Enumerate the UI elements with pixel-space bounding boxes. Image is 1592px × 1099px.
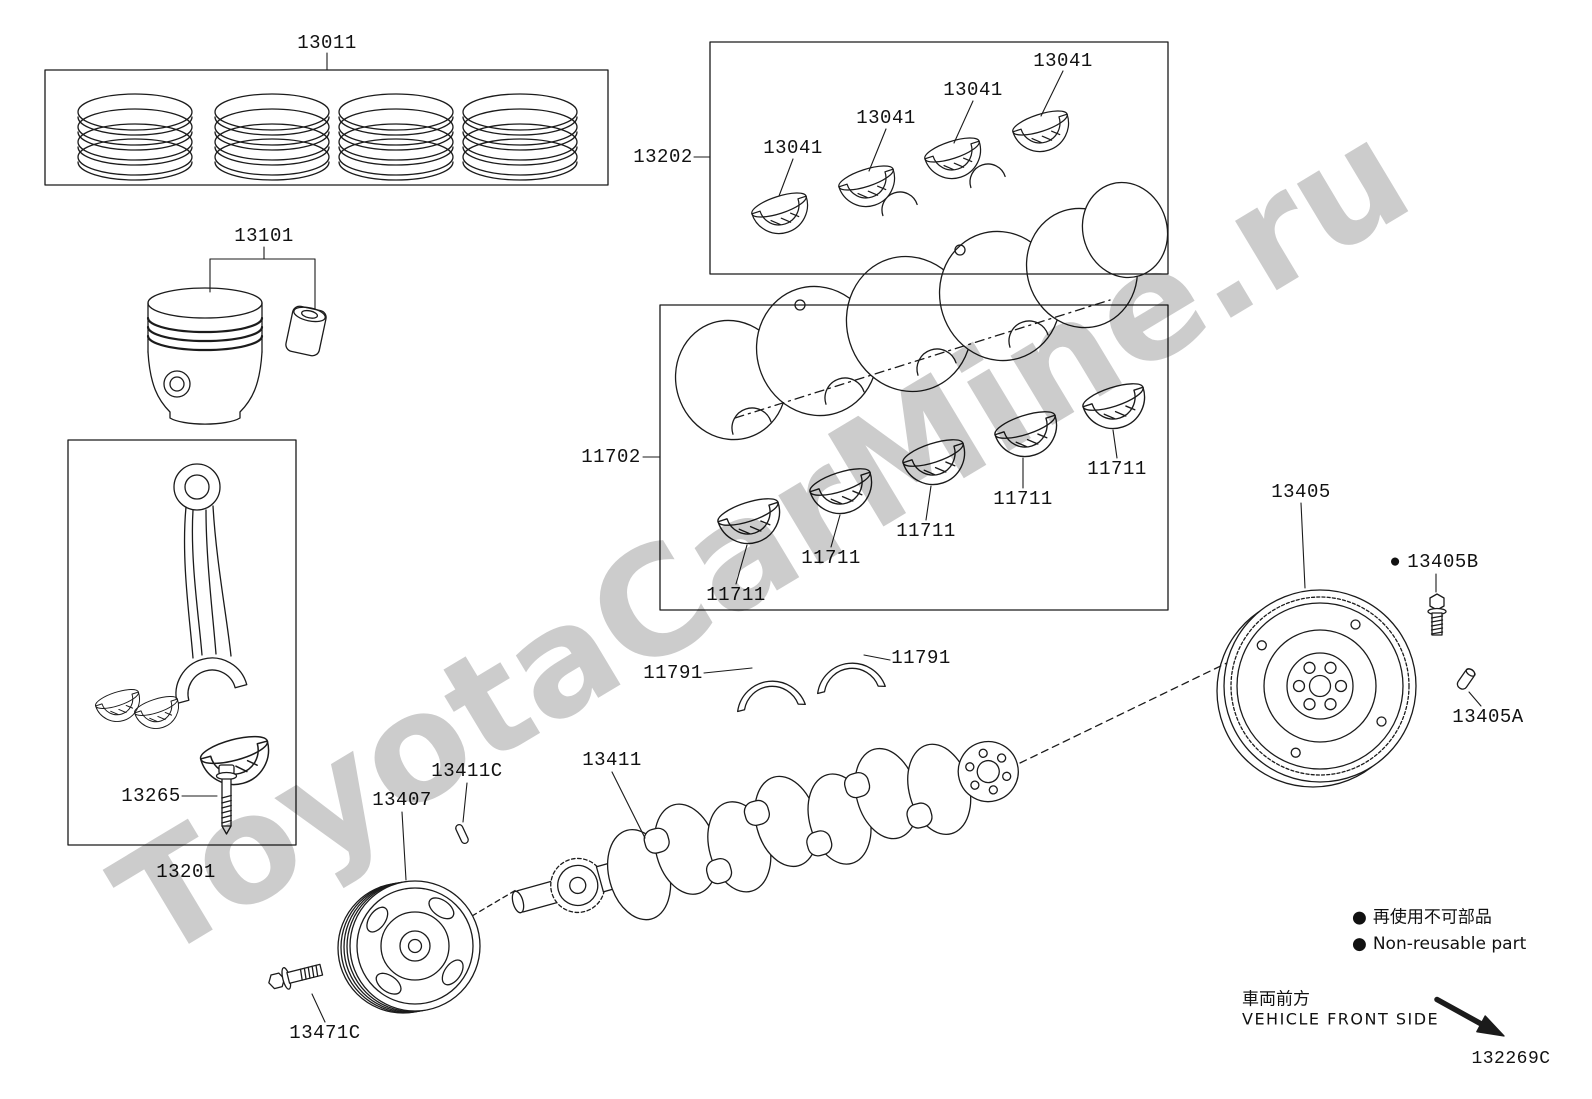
part-label-11791: 11791 <box>643 662 703 684</box>
bullet-icon: ● <box>1352 934 1367 954</box>
part-label-13011: 13011 <box>297 32 357 54</box>
part-label-13041: 13041 <box>763 137 823 159</box>
part-label-13405A: 13405A <box>1452 706 1524 728</box>
piston-drawing <box>146 287 327 425</box>
leader-lines <box>181 52 1482 1023</box>
part-label-13041: 13041 <box>943 79 1003 101</box>
part-label-11791: 11791 <box>891 647 951 669</box>
part-label-13202: 13202 <box>633 146 693 168</box>
part-label-13265: 13265 <box>121 785 181 807</box>
flywheel-drawing <box>1019 589 1417 788</box>
part-label-13041: 13041 <box>1033 50 1093 72</box>
bullet-icon: ● <box>1389 551 1402 573</box>
diagram-code: 132269C <box>1471 1049 1551 1069</box>
frame-boxes <box>44 41 1169 846</box>
vehicle-front-label-en: VEHICLE FRONT SIDE <box>1242 1009 1440 1029</box>
pulley-bolt-drawing <box>268 963 324 990</box>
piston-ring-sets-drawing <box>77 93 578 181</box>
part-label-11711: 11711 <box>993 488 1053 510</box>
flywheel-pin-drawing <box>1456 668 1476 690</box>
crankcase-ghost-drawing <box>674 163 1169 441</box>
part-label-11702: 11702 <box>581 446 641 468</box>
part-number: 13405B <box>1407 551 1479 573</box>
part-label-13471C: 13471C <box>289 1022 361 1044</box>
rod-bolt-drawing <box>215 764 238 835</box>
thrust-washers-drawing <box>736 662 886 713</box>
crankshaft-key-drawing <box>455 823 469 845</box>
bullet-icon: ● <box>1352 907 1367 928</box>
front-direction-arrow-icon <box>1434 996 1505 1037</box>
part-label-13201: 13201 <box>156 861 216 883</box>
vehicle-front-label-jp: 車両前方 <box>1242 989 1310 1010</box>
part-label-13101: 13101 <box>234 225 294 247</box>
crankshaft-drawing <box>511 740 1019 921</box>
part-label-13405: 13405 <box>1271 481 1331 503</box>
part-label-11711: 11711 <box>1087 458 1147 480</box>
part-label-13405B: ●13405B <box>1389 551 1478 573</box>
part-label-13041: 13041 <box>856 107 916 129</box>
frame-box-upper-bearings <box>709 41 1169 275</box>
part-label-13407: 13407 <box>372 789 432 811</box>
flywheel-bolt-drawing <box>1427 593 1447 636</box>
legend-non-reusable-jp: ●再使用不可部品 <box>1352 903 1492 928</box>
part-label-11711: 11711 <box>896 520 956 542</box>
frame-box-rod-assembly <box>67 439 297 846</box>
legend-non-reusable-jp-text: 再使用不可部品 <box>1372 907 1492 928</box>
part-label-11711: 11711 <box>801 547 861 569</box>
part-label-11711: 11711 <box>706 584 766 606</box>
pulley-drawing <box>337 880 481 1014</box>
piston-pin-drawing <box>285 305 327 357</box>
connecting-rod-drawing <box>93 463 278 835</box>
legend-non-reusable-en-text: Non-reusable part <box>1372 934 1527 954</box>
part-label-13411: 13411 <box>582 749 642 771</box>
legend-non-reusable-en: ●Non-reusable part <box>1352 934 1526 954</box>
part-label-13411C: 13411C <box>431 760 503 782</box>
